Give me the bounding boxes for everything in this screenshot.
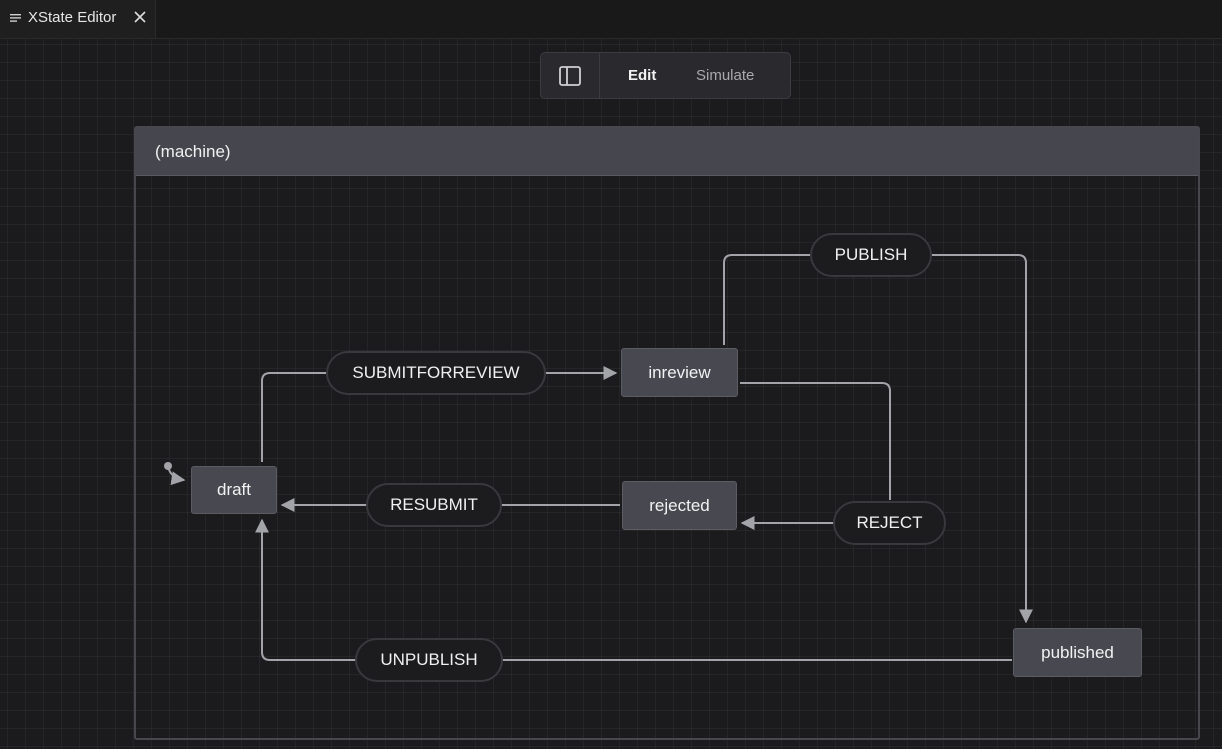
close-icon[interactable]: [133, 10, 147, 24]
event-unpublish[interactable]: UNPUBLISH: [355, 638, 503, 682]
event-resubmit[interactable]: RESUBMIT: [366, 483, 502, 527]
panel-toggle-button[interactable]: [541, 53, 600, 98]
event-submitforreview[interactable]: SUBMITFORREVIEW: [326, 351, 546, 395]
tab-bar: XState Editor: [0, 0, 1222, 39]
state-draft[interactable]: draft: [191, 466, 277, 514]
state-inreview[interactable]: inreview: [621, 348, 738, 397]
state-rejected[interactable]: rejected: [622, 481, 737, 530]
tab-title: XState Editor: [28, 9, 117, 26]
event-reject[interactable]: REJECT: [833, 501, 946, 545]
machine-header[interactable]: (machine): [136, 128, 1198, 176]
tab-xstate-editor[interactable]: XState Editor: [0, 0, 156, 38]
list-icon: [10, 14, 21, 22]
state-published[interactable]: published: [1013, 628, 1142, 677]
simulate-mode-button[interactable]: Simulate: [696, 67, 755, 84]
event-publish[interactable]: PUBLISH: [810, 233, 932, 277]
edit-mode-button[interactable]: Edit: [628, 67, 657, 84]
sidebar-panel-icon: [559, 66, 581, 86]
machine-title: (machine): [155, 142, 231, 161]
machine-container[interactable]: (machine): [134, 126, 1200, 740]
mode-toolbar: Edit Simulate: [540, 52, 791, 99]
